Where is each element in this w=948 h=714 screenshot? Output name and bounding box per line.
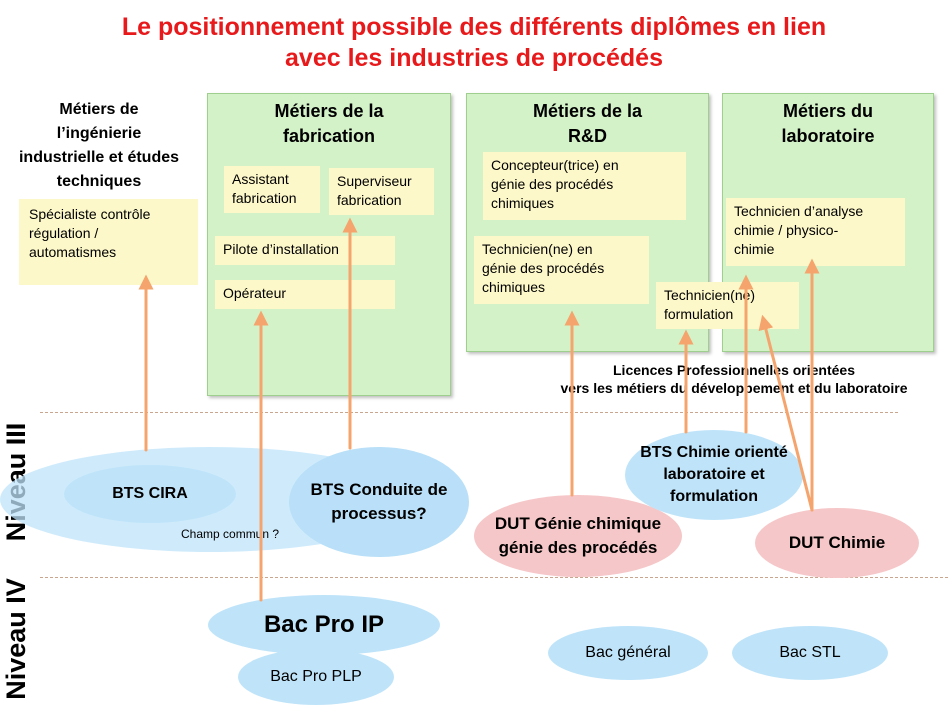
job-concepteur: Concepteur(trice) en génie des procédés … [483, 152, 686, 220]
bac-stl: Bac STL [732, 626, 888, 680]
ingenierie-title: Métiers de l’ingénierie industrielle et … [18, 101, 180, 190]
bac-pro-plp: Bac Pro PLP [238, 649, 394, 705]
dut-genie-chimique: DUT Génie chimique génie des procédés [474, 495, 682, 577]
job-operateur: Opérateur [215, 280, 395, 309]
rd-title: Métiers de la R&D [532, 101, 643, 146]
page-title: Le positionnement possible des différent… [0, 12, 948, 74]
bts-cira: BTS CIRA [64, 465, 236, 523]
title-line-2: avec les industries de procédés [285, 44, 663, 72]
laboratoire-title: Métiers du laboratoire [781, 101, 875, 146]
arrow-dutchimie-to-formulation [758, 314, 814, 512]
bts-conduite-processus: BTS Conduite de processus? [289, 447, 469, 557]
level-separator-iv [40, 577, 948, 578]
bts-chimie: BTS Chimie orienté laboratoire et formul… [625, 430, 803, 520]
bac-general: Bac général [548, 626, 708, 680]
level-separator-iii [40, 412, 898, 413]
job-technicien-formulation: Technicien(ne) formulation [656, 282, 799, 329]
job-technicien-genie: Technicien(ne) en génie des procédés chi… [474, 236, 649, 304]
job-specialiste-controle: Spécialiste contrôle régulation / automa… [19, 199, 198, 285]
job-technicien-analyse: Technicien d’analyse chimie / physico- c… [726, 198, 905, 266]
job-pilote-installation: Pilote d’installation [215, 236, 395, 265]
licences-pro-label: Licences Professionnelles orientées vers… [560, 362, 908, 396]
job-superviseur-fabrication: Superviseur fabrication [329, 168, 434, 215]
fabrication-title: Métiers de la fabrication [274, 101, 384, 146]
job-assistant-fabrication: Assistant fabrication [224, 166, 320, 213]
dut-chimie: DUT Chimie [755, 508, 919, 578]
title-line-1: Le positionnement possible des différent… [121, 13, 827, 41]
bac-pro-ip: Bac Pro IP [208, 595, 440, 655]
champ-commun-label: Champ commun ? [181, 527, 280, 541]
